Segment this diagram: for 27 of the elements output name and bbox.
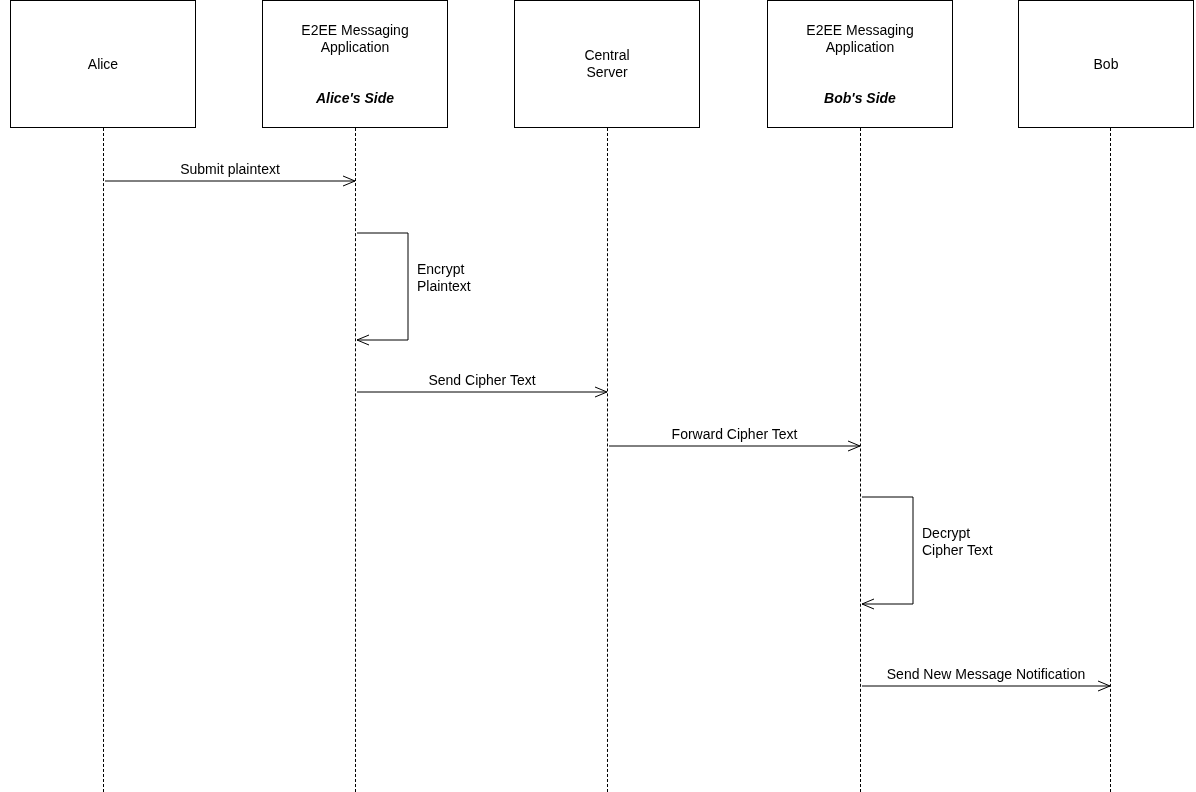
participant-box	[10, 0, 196, 128]
participant-name: E2EE Messaging Application	[300, 21, 410, 56]
participant-side: Bob's Side	[824, 89, 896, 107]
message-arrow	[356, 232, 409, 346]
participant-side: Alice's Side	[315, 89, 394, 107]
participant-name: Alice	[87, 55, 119, 73]
message-arrow	[861, 496, 914, 610]
participant-box	[767, 0, 953, 128]
message-label: Send Cipher Text	[426, 372, 538, 389]
message-label: Send New Message Notification	[884, 666, 1088, 683]
participant-name: E2EE Messaging Application	[805, 21, 915, 56]
participant-box	[1018, 0, 1194, 128]
participant-box	[514, 0, 700, 128]
participant-name: Central Server	[583, 47, 631, 81]
message-arrow	[104, 175, 356, 187]
message-arrow	[356, 386, 608, 398]
participant-box	[262, 0, 448, 128]
lifeline	[860, 128, 862, 792]
lifeline	[1110, 128, 1112, 792]
message-label: Submit plaintext	[178, 161, 282, 178]
message-arrow	[608, 440, 861, 452]
message-arrow	[861, 680, 1111, 692]
lifeline	[607, 128, 609, 792]
message-label: Forward Cipher Text	[669, 426, 800, 443]
participant-name: Bob	[1093, 55, 1119, 73]
lifeline	[355, 128, 357, 792]
lifeline	[103, 128, 105, 792]
